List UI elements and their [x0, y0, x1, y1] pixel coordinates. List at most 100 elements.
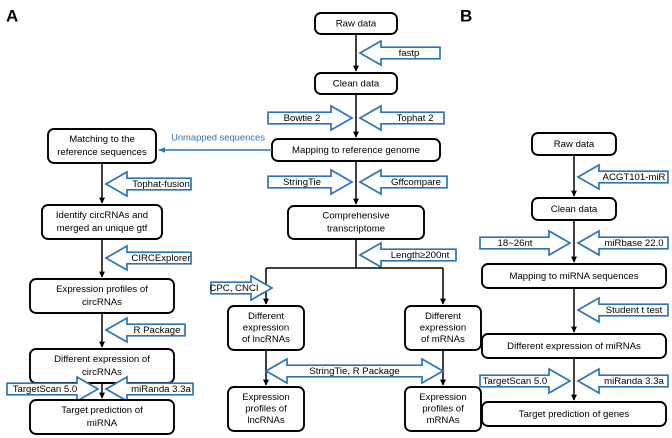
node-label-line2: circRNAs: [82, 367, 122, 378]
arrow-shape: [358, 168, 448, 196]
node-label-line3: mRNAs: [426, 415, 459, 426]
tool-label: Gffcompare: [391, 177, 441, 188]
tool-arrow-cpc-cnci: CPC, CNCI: [209, 274, 274, 302]
tool-arrow-student-t-test: Student t test: [576, 296, 669, 324]
node-label-line1: Matching to the: [69, 134, 135, 145]
tool-label: Student t test: [606, 305, 663, 316]
tool-arrow-length200: Length≥200nt: [358, 241, 457, 269]
node-label-line3: of lncRNAs: [242, 334, 290, 345]
node-label: Mapping to reference genome: [292, 145, 420, 156]
tool-arrow-acgt101-mir: ACGT101-miR: [576, 163, 669, 191]
tool-label: StringTie, R Package: [309, 366, 399, 377]
arrow-shape: [267, 104, 354, 132]
tool-label: miRanda 3.3a: [604, 376, 664, 387]
node-label-line1: Expression: [419, 392, 466, 403]
node-box: [227, 386, 305, 432]
arrow-shape: [479, 367, 572, 395]
arrow-shape: [104, 244, 192, 272]
tool-label: Tophat-fusion: [132, 179, 190, 190]
tool-label: miRanda 3.3a: [131, 384, 191, 395]
node-label-line1: Different expression of: [54, 354, 150, 365]
node-clean-data-a: Clean data: [314, 72, 398, 95]
tool-label: R Package: [134, 325, 181, 336]
tool-label: 18~26nt: [498, 238, 533, 249]
tool-arrow-targetscan-b: TargetScan 5.0: [479, 367, 572, 395]
node-box: [29, 399, 175, 435]
arrow-shape: [576, 296, 669, 324]
arrow-shape: [576, 163, 669, 191]
node-comprehensive-transcriptome: Comprehensive transcriptome: [287, 205, 425, 240]
tool-arrow-len-18-26nt: 18~26nt: [479, 229, 572, 257]
node-raw-data-b: Raw data: [531, 132, 617, 156]
node-expr-profiles-lncrnas: Expression profiles of lncRNAs: [227, 386, 305, 432]
tool-arrow-fastp: fastp: [358, 39, 441, 67]
tool-label: Length≥200nt: [391, 250, 450, 261]
node-label-line2: profiles of: [245, 404, 287, 415]
panel-label-b: B: [460, 6, 472, 25]
node-label-line1: Target prediction of: [61, 405, 143, 416]
node-label-line3: lncRNAs: [247, 415, 285, 426]
arrow-shape: [210, 274, 274, 302]
node-label-line2: transcriptome: [327, 224, 385, 235]
node-label-line1: Expression profiles of: [56, 284, 148, 295]
node-label-line1: Expression: [242, 392, 289, 403]
tool-label: TargetScan 5.0: [13, 384, 78, 395]
tool-label: Bowtie 2: [284, 113, 321, 124]
arrow-shape: [104, 170, 192, 198]
tool-arrow-circexplorer: CIRCExplorer: [104, 244, 192, 272]
tool-arrow-stringtie-rpackage: StringTie, R Package: [264, 357, 445, 385]
tool-arrow-bowtie2: Bowtie 2: [267, 104, 354, 132]
arrow-shape: [264, 357, 445, 385]
tool-arrow-miranda-b: miRanda 3.3a: [576, 367, 669, 395]
arrow-shape: [576, 229, 669, 257]
node-diff-expr-circrnas: Different expression of circRNAs: [29, 348, 175, 384]
arrow-shape: [267, 168, 354, 196]
node-label-line2: circRNAs: [82, 297, 122, 308]
node-label: Different expression of miRNAs: [507, 341, 641, 352]
node-diff-expr-lncrnas: Different expression of lncRNAs: [227, 305, 305, 351]
node-label-line3: of mRNAs: [421, 334, 465, 345]
tool-label: Tophat 2: [397, 113, 434, 124]
tool-label: CIRCExplorer: [131, 253, 191, 264]
tool-label: CPC, CNCI: [209, 283, 258, 294]
node-label: Raw data: [336, 19, 377, 30]
node-mapping-ref-genome: Mapping to reference genome: [271, 138, 441, 162]
tool-label: miRbase 22.0: [604, 238, 663, 249]
arrow-shape: [104, 316, 186, 344]
node-label-line1: Identify circRNAs and: [56, 210, 148, 221]
node-target-prediction-genes: Target prediction of genes: [481, 401, 667, 427]
tool-label: ACGT101-miR: [603, 172, 666, 183]
node-raw-data-a: Raw data: [314, 12, 398, 35]
edge-unmapped-sequences: Unmapped sequences: [158, 131, 272, 153]
node-label-line1: Different: [425, 311, 461, 322]
arrow-shape: [358, 39, 441, 67]
node-label: Clean data: [333, 79, 380, 90]
node-diff-expr-mrnas: Different expression of mRNAs: [404, 305, 482, 351]
node-expr-profiles-circrnas: Expression profiles of circRNAs: [29, 278, 175, 314]
node-label-line1: Comprehensive: [322, 211, 389, 222]
node-label-line2: profiles of: [422, 404, 464, 415]
node-box: [404, 386, 482, 432]
arrow-shape: [576, 367, 669, 395]
panel-label-a: A: [6, 6, 18, 25]
node-mapping-mirna-sequences: Mapping to miRNA sequences: [481, 263, 667, 289]
tool-label: fastp: [399, 48, 420, 59]
tool-arrow-stringtie: StringTie: [267, 168, 354, 196]
node-expr-profiles-mrnas: Expression profiles of mRNAs: [404, 386, 482, 432]
node-clean-data-b: Clean data: [531, 197, 617, 221]
tool-arrow-tophat-fusion: Tophat-fusion: [104, 170, 192, 198]
node-identify-circrnas: Identify circRNAs and merged an unique g…: [41, 204, 163, 240]
node-box: [481, 401, 667, 427]
node-diff-expr-mirnas-b: Different expression of miRNAs: [481, 333, 667, 359]
tool-arrow-mirbase: miRbase 22.0: [576, 229, 669, 257]
unmapped-label: Unmapped sequences: [171, 131, 265, 142]
node-matching-reference-sequences: Matching to the reference sequences: [47, 128, 157, 164]
node-label-line1: Different: [248, 311, 284, 322]
tool-arrow-r-package: R Package: [104, 316, 186, 344]
node-label-line2: merged an unique gtf: [57, 223, 148, 234]
node-target-prediction-mirna: Target prediction of miRNA: [29, 399, 175, 435]
node-label-line2: reference sequences: [57, 147, 147, 158]
arrow-shape: [479, 229, 572, 257]
